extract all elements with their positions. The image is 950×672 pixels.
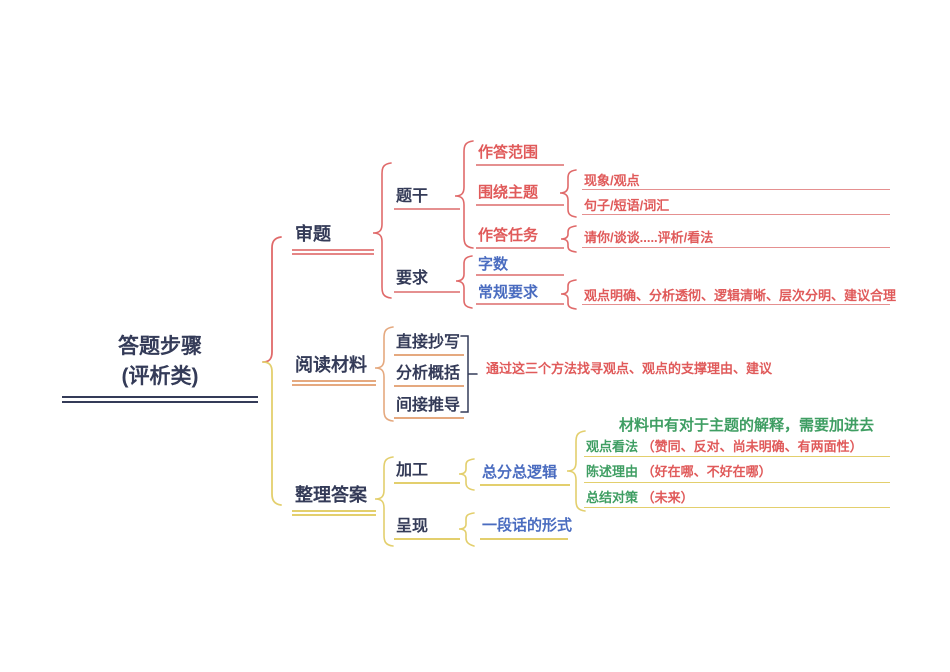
- node-yueducailiao-underline: [292, 380, 376, 386]
- brace-yuedu-children: [374, 326, 394, 422]
- node-zhijiechaoxie-underline: [394, 354, 464, 356]
- brace-yaoqiu-children: [455, 255, 473, 309]
- annotation-material-explain: 材料中有对于主题的解释，需要加进去: [619, 418, 875, 434]
- node-chengxian: 呈现: [396, 518, 429, 535]
- node-chengxian-underline: [394, 538, 460, 540]
- leaf-guandianmingque: 观点明确、分析透彻、逻辑清晰、层次分明、建议合理: [584, 288, 897, 303]
- node-zuodafanwei: 作答范围: [478, 144, 539, 161]
- brace-chengxian-child: [458, 512, 475, 547]
- node-jianjietuidao: 间接推导: [396, 397, 461, 414]
- leaf-guandiankanfa-head: 观点看法: [586, 439, 639, 454]
- leaf-guandiankanfa-underline: [584, 456, 890, 457]
- node-jiagong: 加工: [396, 462, 429, 479]
- node-weiraozhuti: 围绕主题: [478, 184, 539, 201]
- node-fenxigaikuo: 分析概括: [396, 365, 461, 382]
- leaf-guandiankanfa-tail: （赞同、反对、尚未明确、有两面性）: [638, 439, 863, 454]
- leaf-guandianmingque-underline: [582, 304, 890, 305]
- leaf-zongjieduice-tail: （未来）: [638, 490, 694, 505]
- node-tigan-underline: [394, 208, 460, 210]
- leaf-xianxiang-guandian: 现象/观点: [584, 173, 640, 188]
- node-changguiyaoqiu-underline: [476, 303, 564, 305]
- brace-tigan-children: [454, 140, 474, 249]
- root-brace-lower: [262, 361, 282, 506]
- brace-zhengli-children: [374, 456, 394, 547]
- node-shenti: 审题: [295, 224, 331, 244]
- note-three-methods: 通过这三个方法找寻观点、观点的支撑理由、建议: [486, 361, 773, 376]
- node-zongfenzongluoji: 总分总逻辑: [482, 464, 558, 481]
- leaf-zongjieduice-head: 总结对策: [586, 490, 639, 505]
- node-zhenglidaan: 整理答案: [295, 485, 367, 505]
- node-weiraozhuti-underline: [476, 204, 564, 206]
- node-changguiyaoqiu: 常规要求: [478, 284, 539, 301]
- brace-jiagong-child: [458, 458, 475, 491]
- leaf-juzi-underline: [582, 214, 890, 215]
- node-tigan: 题干: [396, 188, 429, 205]
- leaf-chenshuliyou-tail: （好在哪、不好在哪）: [638, 464, 772, 479]
- leaf-xianxiang-underline: [582, 189, 890, 190]
- leaf-zongjieduice: 总结对策 （未来）: [586, 490, 694, 506]
- node-yiduanhua: 一段话的形式: [482, 517, 573, 534]
- brace-shenti-children: [372, 162, 392, 299]
- node-yaoqiu-underline: [394, 291, 460, 293]
- node-zishu: 字数: [478, 256, 509, 273]
- brace-weirao-children: [559, 169, 577, 218]
- node-zishu-underline: [476, 274, 564, 276]
- leaf-chenshuliyou-head: 陈述理由: [586, 464, 639, 479]
- root-title-line1: 答题步骤: [118, 335, 202, 358]
- root-underline: [62, 396, 258, 403]
- leaf-juzi-duanyu-cihui: 句子/短语/词汇: [584, 198, 670, 213]
- leaf-zongjieduice-underline: [584, 507, 890, 508]
- bracket-yuedu-note: [460, 335, 478, 413]
- node-shenti-underline: [292, 249, 374, 255]
- leaf-chenshuliyou: 陈述理由 （好在哪、不好在哪）: [586, 464, 772, 480]
- node-fenxigaikuo-underline: [394, 385, 464, 387]
- node-zuodarenwu-underline: [476, 247, 564, 249]
- node-zongfenzongluoji-underline: [480, 484, 570, 486]
- node-zhenglidaan-underline: [292, 510, 376, 516]
- root-title-line2: (评析类): [121, 365, 199, 388]
- node-jiagong-underline: [394, 482, 460, 484]
- root-brace-upper: [262, 236, 282, 363]
- node-yiduanhua-underline: [480, 538, 568, 540]
- node-yueducailiao: 阅读材料: [295, 355, 367, 375]
- node-zuodafanwei-underline: [476, 164, 564, 166]
- node-yaoqiu: 要求: [396, 270, 429, 287]
- node-zuodarenwu: 作答任务: [478, 227, 539, 244]
- node-jianjietuidao-underline: [394, 417, 464, 419]
- node-zhijiechaoxie: 直接抄写: [396, 334, 461, 351]
- brace-zongfenzong-children: [566, 430, 586, 512]
- leaf-chenshuliyou-underline: [584, 482, 890, 483]
- leaf-guandiankanfa: 观点看法 （赞同、反对、尚未明确、有两面性）: [586, 439, 863, 455]
- leaf-qingni-tantan: 请你/谈谈.....评析/看法: [584, 230, 714, 245]
- root-node: 答题步骤 (评析类): [62, 330, 258, 390]
- leaf-qingni-underline: [582, 247, 890, 248]
